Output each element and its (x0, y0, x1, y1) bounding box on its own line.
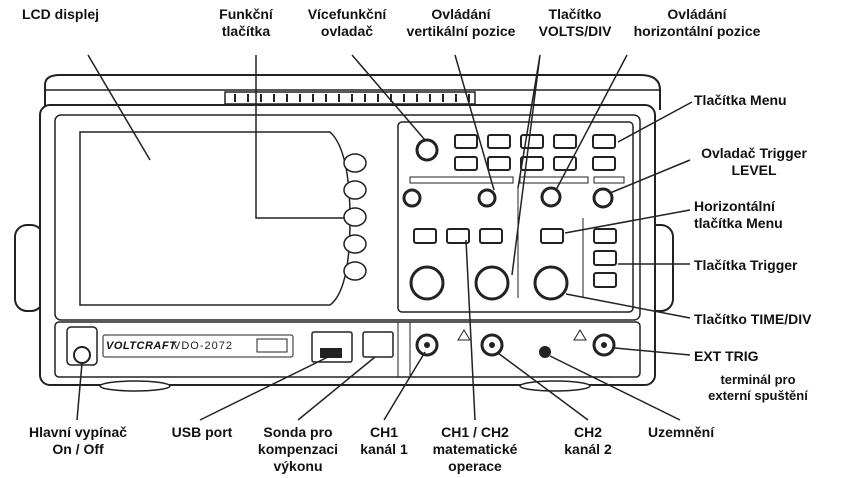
volts-div-knob-ch2[interactable] (476, 267, 508, 299)
power-button[interactable] (74, 347, 90, 363)
label-ch2: CH2 kanál 2 (552, 424, 624, 458)
volts-div-knob-ch1[interactable] (411, 267, 443, 299)
function-button-5[interactable] (344, 262, 366, 280)
label-ch1: CH1 kanál 1 (350, 424, 418, 458)
function-button-3[interactable] (344, 208, 366, 226)
label-horiz-menu: Horizontální tlačítka Menu (694, 198, 783, 232)
device-model: VDO-2072 (173, 340, 233, 352)
label-function-buttons: Funkční tlačítka (198, 6, 294, 40)
label-menu-buttons: Tlačítka Menu (694, 92, 787, 109)
ground-terminal[interactable] (539, 346, 551, 358)
menu-button-8[interactable] (521, 157, 543, 170)
label-trigger-buttons: Tlačítka Trigger (694, 257, 797, 274)
trigger-level-knob[interactable] (594, 189, 612, 207)
label-multi-knob: Vícefunkční ovladač (292, 6, 402, 40)
menu-button-5[interactable] (593, 135, 615, 148)
menu-button-6[interactable] (455, 157, 477, 170)
label-lcd: LCD displej (22, 6, 99, 23)
left-bumper (15, 225, 43, 311)
function-button-1[interactable] (344, 154, 366, 172)
trigger-button-3[interactable] (594, 273, 616, 287)
vertical-position-knob-ch1[interactable] (404, 190, 420, 206)
label-ground: Uzemnění (648, 424, 714, 441)
label-volts-div: Tlačítko VOLTS/DIV (523, 6, 627, 40)
trigger-button-1[interactable] (594, 229, 616, 243)
label-power: Hlavní vypínač On / Off (22, 424, 134, 458)
handle-grip (225, 92, 475, 104)
multifunction-knob[interactable] (417, 140, 437, 160)
menu-button-4[interactable] (554, 135, 576, 148)
time-div-knob[interactable] (535, 267, 567, 299)
function-button-2[interactable] (344, 181, 366, 199)
label-usb: USB port (160, 424, 244, 441)
trigger-button-2[interactable] (594, 251, 616, 265)
label-ext-trig: EXT TRIG (694, 348, 759, 365)
label-ext-trig-desc: terminál pro externí spuštění (690, 372, 826, 404)
horizontal-menu-button[interactable] (541, 229, 563, 243)
menu-button-10[interactable] (593, 157, 615, 170)
function-button-4[interactable] (344, 235, 366, 253)
vertical-position-knob-ch2[interactable] (479, 190, 495, 206)
horizontal-position-knob[interactable] (542, 188, 560, 206)
menu-button-2[interactable] (488, 135, 510, 148)
label-time-div: Tlačítko TIME/DIV (694, 311, 811, 328)
label-ch1-ch2-math: CH1 / CH2 matematické operace (420, 424, 530, 475)
device-brand: VOLTCRAFT. (106, 340, 179, 352)
label-trigger-level: Ovladač Trigger LEVEL (686, 145, 822, 179)
menu-button-7[interactable] (488, 157, 510, 170)
label-horizontal-pos: Ovládání horizontální pozice (622, 6, 772, 40)
probe-compensation[interactable] (363, 332, 393, 357)
menu-button-1[interactable] (455, 135, 477, 148)
label-probe-comp: Sonda pro kompenzaci výkonu (250, 424, 346, 475)
ch2-menu-button[interactable] (480, 229, 502, 243)
label-vertical-pos: Ovládání vertikální pozice (397, 6, 525, 40)
usb-port[interactable] (320, 348, 342, 358)
ch1-menu-button[interactable] (414, 229, 436, 243)
